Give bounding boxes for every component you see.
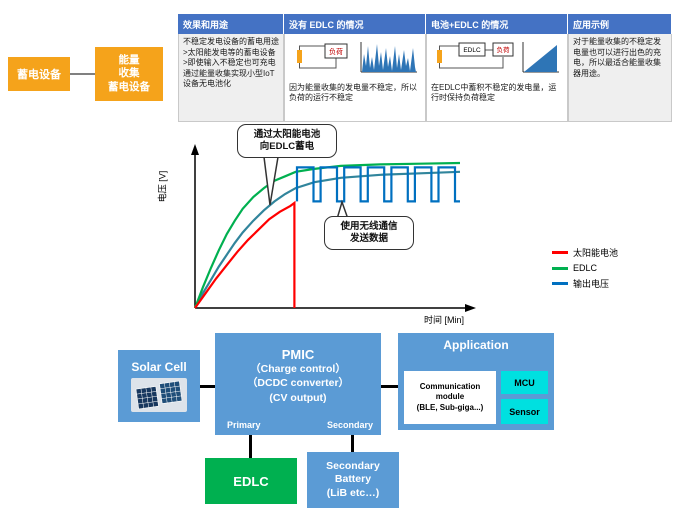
legend-item-output: 输出电压 [552, 277, 618, 290]
pmic-subtitle: （Charge control） （DCDC converter） (CV ou… [246, 363, 350, 404]
chart-series-teal-rise [194, 170, 461, 309]
communication-module-box: Communication module (BLE, Sub-giga...) [404, 371, 496, 424]
no-edlc-mini-diagram: 负荷 [297, 42, 417, 73]
header-no-edlc: 没有 EDLC 的情况 [284, 14, 426, 34]
legend-label-solar: 太阳能电池 [573, 248, 619, 258]
application-box: Application Communication module (BLE, S… [398, 333, 554, 430]
chart-y-axis-label: 电压 [V] [157, 170, 168, 203]
x-axis-arrow [465, 304, 476, 312]
chart-x-axis-label: 时间 [Min] [424, 315, 465, 325]
comparison-table: 效果和用途 没有 EDLC 的情况 电池+EDLC 的情况 应用示例 不稳定发电… [178, 14, 672, 122]
pmic-primary-label: Primary [227, 420, 261, 430]
voltage-time-chart [191, 144, 476, 312]
legend-dash-solar [552, 251, 568, 254]
unstable-voltage-spikes [362, 44, 416, 72]
legend-label-output: 输出电压 [573, 279, 610, 289]
chart-series-output-blue [295, 166, 460, 203]
callout-charge: 通过太阳能电池 向EDLC蓄电 [237, 124, 337, 158]
mcu-box: MCU [501, 371, 548, 394]
cell-application-example: 对于能量收集的不稳定发电量也可以进行出色的充电，所以最适合能量收集器用途。 [568, 34, 672, 122]
solar-cell-box: Solar Cell [118, 350, 200, 422]
pmic-title: PMIC [281, 347, 315, 363]
connector-pmic-battery [351, 435, 354, 452]
legend-item-edlc: EDLC [552, 263, 618, 273]
header-application-example: 应用示例 [568, 14, 672, 34]
table-body-row: 不稳定发电设备的蓄电用途 >太阳能发电等的蓄电设备 >即使输入不稳定也可充电 通… [178, 34, 672, 122]
with-edlc-mini-diagram: EDLC 负荷 [437, 42, 559, 73]
callout-transmit: 使用无线通信 发送数据 [324, 216, 414, 250]
with-edlc-caption: 在EDLC中蓄积不稳定的发电量，运行时保持负荷稳定 [431, 82, 557, 103]
storage-device-box: 蓄电设备 [8, 57, 70, 91]
harvester-source-icon [297, 50, 302, 63]
application-title: Application [443, 338, 509, 352]
legend-dash-edlc [552, 266, 568, 270]
pmic-box: PMIC （Charge control） （DCDC converter） (… [215, 333, 381, 435]
flow-connector-line [70, 73, 95, 75]
cell-effect-use: 不稳定发电设备的蓄电用途 >太阳能发电等的蓄电设备 >即使输入不稳定也可充电 通… [178, 34, 284, 122]
legend-label-edlc: EDLC [573, 263, 598, 273]
cell-no-edlc: 负荷 因为能量收集的发电量不稳定，所以负荷的运行不稳定 [284, 34, 426, 122]
chart-series-solar-red [194, 200, 296, 309]
table-header-row: 效果和用途 没有 EDLC 的情况 电池+EDLC 的情况 应用示例 [178, 14, 672, 34]
harvest-storage-device-label: 能量 收集 蓄电设备 [108, 54, 150, 93]
load-box [492, 42, 514, 57]
load-box [324, 43, 348, 59]
stable-ramp-voltage [524, 45, 557, 72]
connector-pmic-edlc [249, 435, 252, 458]
cell-battery-edlc: EDLC 负荷 在EDLC中蓄积不稳定的发电量，运行时保持负荷稳定 [426, 34, 568, 122]
edlc-box [458, 42, 486, 57]
chart-series-green-rise [193, 161, 461, 309]
header-battery-edlc: 电池+EDLC 的情况 [426, 14, 568, 34]
secondary-battery-box: Secondary Battery (LiB etc…) [307, 452, 399, 508]
callout-charge-tail [263, 156, 279, 206]
header-effect-use: 效果和用途 [178, 14, 284, 34]
legend-item-solar: 太阳能电池 [552, 246, 618, 259]
solar-cell-label: Solar Cell [131, 360, 187, 374]
harvest-storage-device-box: 能量 收集 蓄电设备 [95, 47, 163, 101]
pmic-secondary-label: Secondary [326, 420, 373, 430]
connector-pmic-application [381, 385, 398, 388]
sensor-box: Sensor [501, 399, 548, 424]
chart-legend: 太阳能电池 EDLC 输出电压 [552, 246, 618, 294]
connector-solar-pmic [200, 385, 215, 388]
no-edlc-caption: 因为能量收集的发电量不稳定，所以负荷的运行不稳定 [289, 82, 417, 103]
load-label: 负荷 [497, 45, 511, 54]
edlc-label: EDLC [463, 47, 481, 54]
load-label: 负荷 [329, 47, 343, 56]
legend-dash-output [552, 282, 568, 285]
solar-cell-image [131, 378, 187, 412]
y-axis-arrow [191, 144, 199, 155]
edlc-box: EDLC [205, 458, 297, 504]
storage-device-label: 蓄电设备 [17, 69, 61, 81]
harvester-source-icon [437, 50, 442, 63]
